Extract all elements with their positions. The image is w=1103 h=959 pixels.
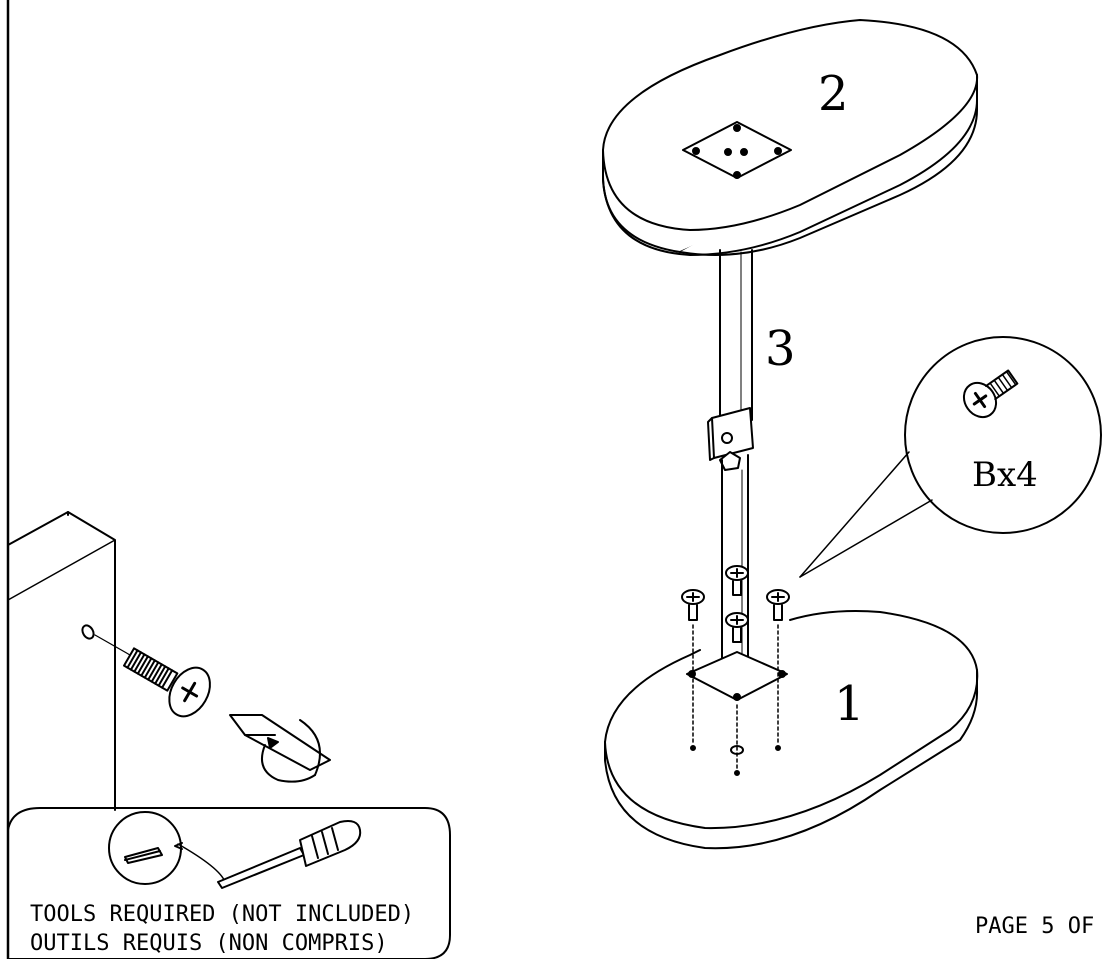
tools-required-text-french: OUTILS REQUIS (NON COMPRIS) <box>30 931 388 956</box>
hardware-callout <box>799 336 1102 578</box>
part-number-base: 1 <box>834 676 865 732</box>
phillips-screw-icon <box>962 369 1019 419</box>
screw-right <box>766 589 790 751</box>
tools-required-box <box>7 807 451 959</box>
part-number-post: 3 <box>765 321 796 377</box>
screw-top-center <box>725 565 749 596</box>
base-part-1 <box>604 610 979 850</box>
screw-bottom-center <box>725 612 749 776</box>
part-number-table-top: 2 <box>818 66 849 122</box>
table-top-part-2 <box>602 19 979 256</box>
page-number: PAGE 5 OF <box>975 914 1095 939</box>
screws-bx4 <box>681 565 790 776</box>
side-panel-detail <box>7 511 331 811</box>
tools-required-text: TOOLS REQUIRED (NOT INCLUDED) <box>30 902 415 927</box>
phillips-screwdriver-icon <box>124 820 362 889</box>
screw-left <box>681 589 705 751</box>
post-part-3 <box>707 249 754 691</box>
hardware-quantity-label: Bx4 <box>972 455 1038 495</box>
